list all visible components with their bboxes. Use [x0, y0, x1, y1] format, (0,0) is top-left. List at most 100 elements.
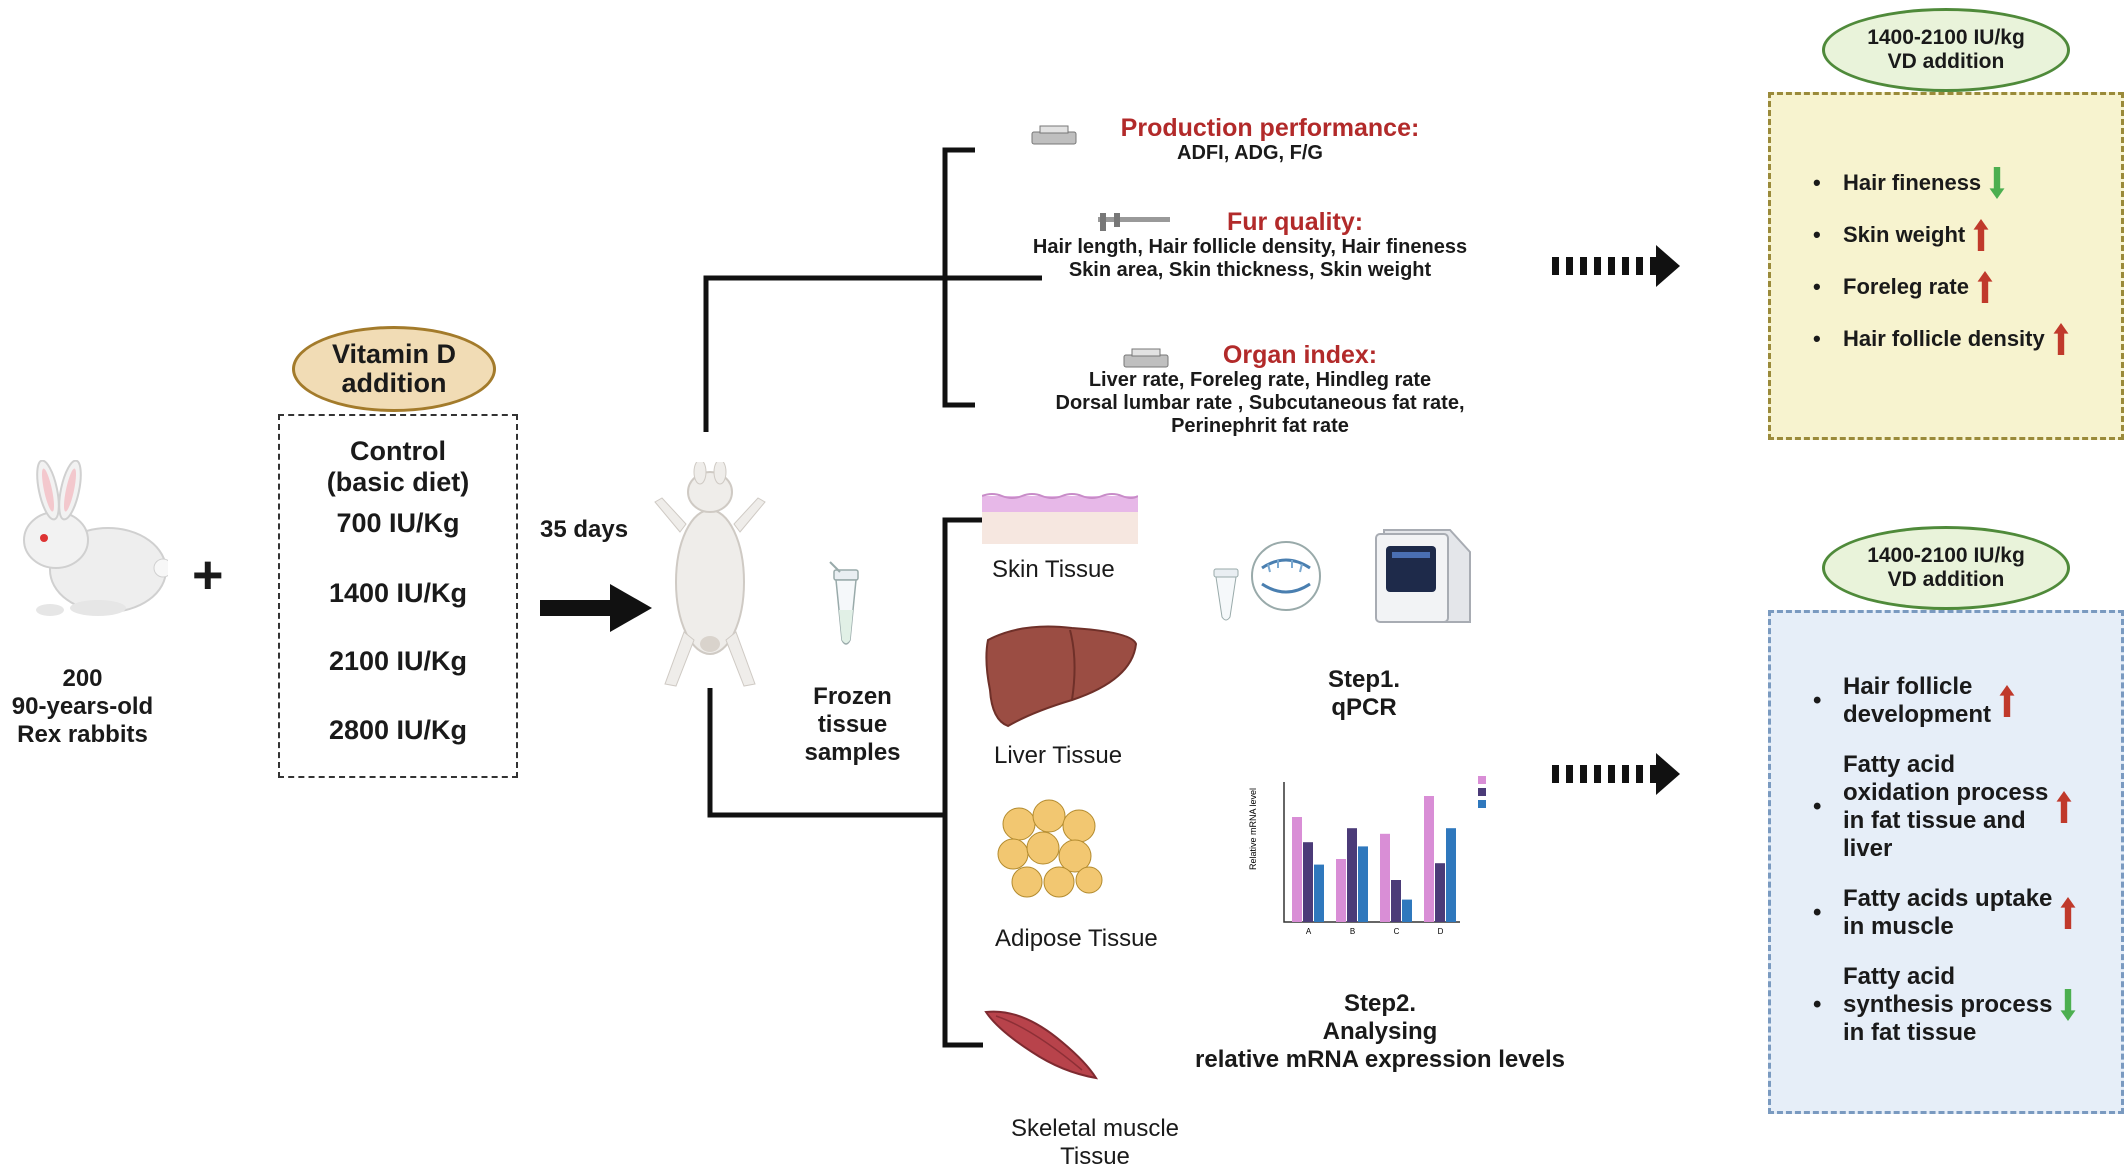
result-item-text: Foreleg rate: [1843, 274, 1969, 300]
lower-bracket: [707, 517, 983, 1048]
production-line1: ADFI, ADG, F/G: [1177, 142, 1323, 164]
up-arrow-icon: [2060, 897, 2076, 929]
animal-age: 90-years-old: [11, 693, 154, 720]
result-item-line: in fat tissue and: [1843, 807, 2026, 834]
result-item: Foreleg rate: [1813, 271, 2113, 303]
dissected-rabbit-icon: [654, 462, 766, 687]
skin-tissue-label: Skin Tissue: [992, 556, 1115, 583]
liver-tissue-label: Liver Tissue: [994, 742, 1123, 769]
vitamin-d-label: Vitamin D addition: [292, 326, 496, 412]
result-item-text: Hair fineness: [1843, 170, 1981, 196]
up-arrow-icon: [2056, 791, 2072, 823]
result-item: Skin weight: [1813, 219, 2113, 251]
animal-count: 200: [62, 665, 103, 692]
diet-1400: 1400 IU/Kg: [328, 578, 468, 608]
result-item-line: Fatty acid: [1843, 751, 1956, 778]
mini-chart-bar: [1292, 817, 1302, 922]
result-item-line: synthesis process: [1843, 991, 2053, 1018]
duration-label: 35 days: [540, 516, 629, 543]
result-item-line: development: [1843, 701, 1992, 728]
fur-line2: Skin area, Skin thickness, Skin weight: [1068, 259, 1432, 281]
result-item-line: Skin weight: [1843, 222, 1966, 247]
diet-control: Control (basic diet): [280, 436, 516, 498]
frozen-label: Frozen tissue samples: [780, 683, 925, 767]
result-item-line: liver: [1843, 835, 1893, 862]
rabbit-icon: [23, 460, 168, 616]
mini-chart-bar: [1402, 899, 1412, 922]
result-item-line: Hair follicle: [1843, 673, 1973, 700]
organ-line2: Dorsal lumbar rate , Subcutaneous fat ra…: [1055, 392, 1465, 414]
animal-info: 200 90-years-old Rex rabbits: [0, 665, 165, 749]
muscle-line2: Tissue: [1060, 1143, 1130, 1170]
fur-line1: Hair length, Hair follicle density, Hair…: [1032, 236, 1468, 258]
organ-line1: Liver rate, Foreleg rate, Hindleg rate: [1088, 369, 1432, 391]
mini-chart-bar: [1446, 828, 1456, 922]
result-item-line: Foreleg rate: [1843, 274, 1969, 299]
step2-line1: Step2.: [1343, 990, 1417, 1017]
animal-breed: Rex rabbits: [17, 721, 148, 748]
mini-chart-xtick: C: [1394, 927, 1400, 936]
frozen-line3: samples: [804, 739, 901, 766]
caliper-icon: [1098, 213, 1170, 231]
step1-line2: qPCR: [1331, 694, 1397, 721]
vitamin-d-line2: addition: [341, 368, 447, 398]
up-arrow-icon: [1977, 271, 1993, 303]
result-item-line: Hair fineness: [1843, 170, 1982, 195]
result-item-line: oxidation process: [1843, 779, 2049, 806]
fur-quality: Fur quality: Hair length, Hair follicle …: [980, 208, 1520, 282]
result-item-text: Skin weight: [1843, 222, 1965, 248]
step1-label: Step1. qPCR: [1300, 666, 1428, 722]
step2-label: Step2. Analysing relative mRNA expressio…: [1180, 990, 1580, 1074]
dashed-arrow-bottom: [1552, 753, 1680, 795]
small-tube-icon: [1213, 568, 1239, 621]
down-arrow-icon: [2060, 989, 2076, 1021]
muscle-icon: [984, 1010, 1099, 1080]
organ-index: Organ index: Liver rate, Foreleg rate, H…: [1000, 341, 1520, 438]
mini-chart-bar: [1380, 833, 1390, 922]
organ-line3: Perinephrit fat rate: [1171, 415, 1349, 437]
mini-chart-axes: [1283, 782, 1460, 923]
production-title: Production performance:: [1120, 114, 1420, 142]
mini-chart-bar: [1314, 864, 1324, 922]
vitamin-d-line1: Vitamin D: [331, 339, 457, 369]
up-arrow-icon: [1973, 219, 1989, 251]
production-performance: Production performance: ADFI, ADG, F/G: [1000, 114, 1480, 165]
mini-chart-legend-swatch: [1478, 800, 1486, 808]
diet-groups-box: Control (basic diet) 700 IU/Kg 1400 IU/K…: [278, 414, 518, 778]
adipose-icon: [997, 799, 1103, 898]
liver-icon: [985, 625, 1138, 728]
diet-700: 700 IU/Kg: [336, 508, 460, 538]
mini-chart-bar: [1424, 796, 1434, 922]
results-top-header: 1400-2100 IU/kg VD addition: [1822, 8, 2070, 92]
mini-chart-ylabel: Relative mRNA level: [1248, 788, 1258, 870]
scale-icon-2: [1123, 348, 1169, 368]
mini-chart-bar: [1435, 863, 1445, 922]
results-bottom-list: Hair follicledevelopmentFatty acidoxidat…: [1813, 673, 2113, 1069]
step2-line3: relative mRNA expression levels: [1195, 1046, 1565, 1073]
results-bottom-box: Hair follicledevelopmentFatty acidoxidat…: [1768, 610, 2124, 1114]
mini-chart-bar: [1391, 880, 1401, 922]
mini-chart-bar: [1358, 846, 1368, 922]
result-item: Hair follicle density: [1813, 323, 2113, 355]
step2-line2: Analysing: [1322, 1018, 1438, 1045]
diet-2100: 2100 IU/Kg: [328, 646, 468, 676]
mini-chart-xtick: B: [1350, 927, 1355, 936]
muscle-tissue-label: Skeletal muscle Tissue: [990, 1115, 1200, 1171]
fur-title: Fur quality:: [1226, 208, 1364, 236]
result-item-line: in fat tissue: [1843, 1019, 1977, 1046]
result-item-text: Hair follicle density: [1843, 326, 2045, 352]
diet-2800: 2800 IU/Kg: [328, 715, 468, 745]
step1-line1: Step1.: [1327, 666, 1401, 693]
skin-tissue-icon: [982, 493, 1138, 544]
